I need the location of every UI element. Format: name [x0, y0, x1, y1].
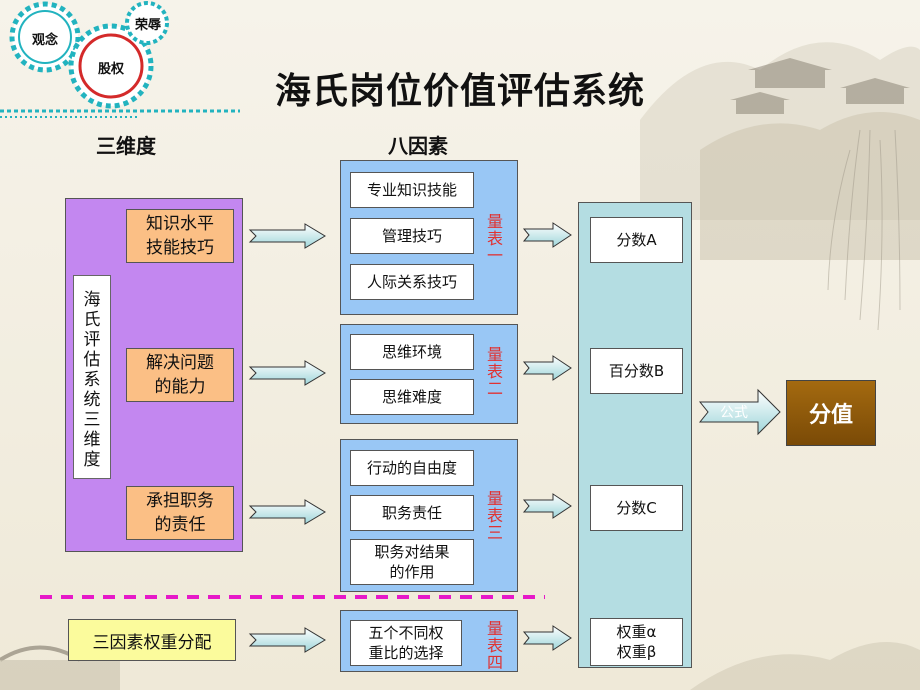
arrow-icon [248, 499, 326, 525]
score-box: 分数A [590, 217, 683, 263]
factor-text: 的作用 [389, 563, 435, 581]
dimensions-vertical-label: 海氏评估系统三维度 [73, 275, 111, 479]
factor-box: 专业知识技能 [350, 172, 474, 208]
table-label: 量表四 [486, 619, 503, 672]
table-label: 量表三 [486, 489, 503, 542]
arrow-icon [248, 627, 326, 653]
dimension-box: 解决问题的能力 [126, 348, 234, 402]
dimension-text: 知识水平 [146, 214, 214, 234]
weight-symbol: 权重α [616, 623, 657, 641]
weights-box: 三因素权重分配 [68, 619, 236, 661]
arrow-icon [248, 223, 326, 249]
divider-line [40, 595, 545, 599]
dimension-text: 的责任 [154, 515, 206, 535]
scores-panel [578, 202, 692, 668]
dimension-box: 知识水平技能技巧 [126, 209, 234, 263]
gear-icon [68, 23, 154, 109]
arrow-icon [698, 388, 781, 436]
factor-box: 思维环境 [350, 334, 474, 370]
dimension-text: 的能力 [154, 377, 206, 397]
gear-icon [125, 1, 169, 45]
table-label: 量表一 [486, 212, 503, 265]
page-title: 海氏岗位价值评估系统 [274, 70, 645, 112]
factor-box: 行动的自由度 [350, 450, 474, 486]
dimension-text: 技能技巧 [146, 238, 214, 258]
result-box: 分值 [786, 380, 876, 446]
factor-text: 职务对结果 [374, 543, 450, 561]
factor-box: 职务责任 [350, 495, 474, 531]
table-label: 量表二 [486, 345, 503, 398]
gear-label: 荣辱 [134, 18, 161, 33]
weight-symbol: 权重β [616, 643, 657, 661]
factor-text: 重比的选择 [368, 644, 444, 662]
gear-label: 观念 [31, 33, 58, 48]
gear-icon [9, 1, 81, 73]
arrow-icon [522, 625, 572, 651]
arrow-icon [522, 493, 572, 519]
factor-text: 五个不同权 [368, 624, 444, 642]
score-box: 分数C [590, 485, 683, 531]
factor-box: 职务对结果的作用 [350, 539, 474, 585]
dimension-box: 承担职务的责任 [126, 486, 234, 540]
arrow-icon [522, 355, 572, 381]
dimension-text: 承担职务 [146, 491, 214, 511]
score-box: 百分数B [590, 348, 683, 394]
factor-box: 思维难度 [350, 379, 474, 415]
arrow-icon [522, 222, 572, 248]
factor-box: 五个不同权重比的选择 [350, 620, 462, 666]
weight-symbols-box: 权重α 权重β [590, 618, 683, 666]
gears-logo [9, 1, 169, 109]
dimensions-header: 三维度 [96, 134, 156, 158]
factors-header: 八因素 [388, 134, 448, 158]
formula-label: 公式 [720, 405, 748, 421]
gear-label: 股权 [97, 62, 124, 77]
arrow-icon [248, 360, 326, 386]
factor-box: 人际关系技巧 [350, 264, 474, 300]
dimension-text: 解决问题 [146, 353, 214, 373]
factor-box: 管理技巧 [350, 218, 474, 254]
